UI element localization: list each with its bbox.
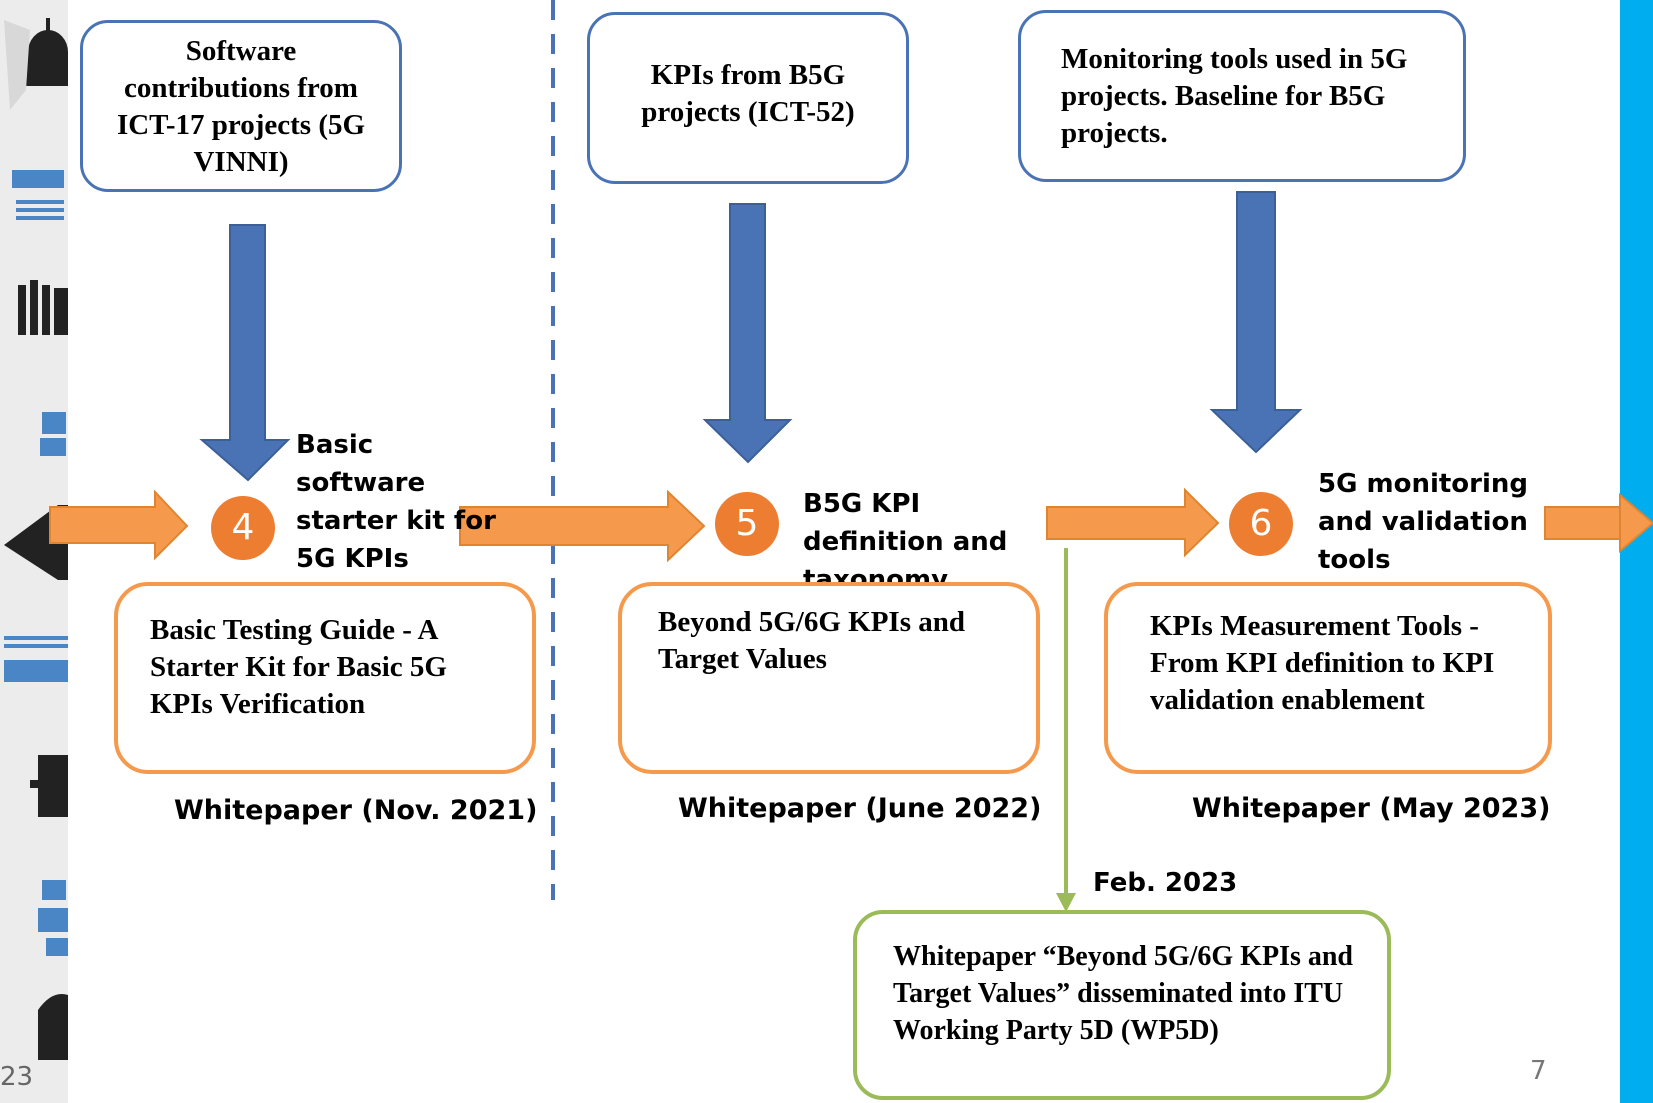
right-arrow-4-head <box>1619 492 1653 554</box>
box-software-contributions: Software contributions from ICT-17 proje… <box>80 20 402 192</box>
left-decor-strip <box>0 0 68 1103</box>
page-number: 7 <box>1530 1056 1547 1086</box>
down-arrow-1 <box>199 224 291 482</box>
whitepaper-title-1: Basic Testing Guide - A Starter Kit for … <box>150 614 447 720</box>
colosseum-icon <box>38 994 68 1060</box>
down-arrow-3 <box>1209 191 1303 454</box>
whitepaper-caption-1: Whitepaper (Nov. 2021) <box>174 795 538 826</box>
whitepaper-title-2: Beyond 5G/6G KPIs and Target Values <box>658 606 965 675</box>
right-accent-bar <box>1620 0 1653 1103</box>
software-contributions-text: Software contributions from ICT-17 proje… <box>116 35 366 178</box>
step-circle-4: 4 <box>211 496 275 560</box>
dissemination-date: Feb. 2023 <box>1093 868 1238 898</box>
right-arrow-2 <box>459 489 706 563</box>
right-arrow-1 <box>49 489 189 561</box>
kpis-b5g-text: KPIs from B5G projects (ICT-52) <box>641 59 855 128</box>
step-circle-6: 6 <box>1229 492 1293 556</box>
dissemination-text: Whitepaper “Beyond 5G/6G KPIs and Target… <box>893 941 1354 1046</box>
whitepaper-title-3: KPIs Measurement Tools - From KPI defini… <box>1150 610 1495 716</box>
tower-block-icon <box>40 412 66 456</box>
whitepaper-box-3: KPIs Measurement Tools - From KPI defini… <box>1104 582 1552 774</box>
green-connector-arrowhead <box>1056 893 1076 912</box>
box-kpis-b5g: KPIs from B5G projects (ICT-52) <box>587 12 909 184</box>
gate-icon <box>30 755 68 817</box>
box-monitoring-tools: Monitoring tools used in 5G projects. Ba… <box>1018 10 1466 182</box>
whitepaper-box-1: Basic Testing Guide - A Starter Kit for … <box>114 582 536 774</box>
step-circle-5: 5 <box>715 492 779 556</box>
down-arrow-2 <box>702 203 793 464</box>
dissemination-box: Whitepaper “Beyond 5G/6G KPIs and Target… <box>853 910 1391 1100</box>
building-stripes-icon <box>12 170 64 220</box>
whitepaper-box-2: Beyond 5G/6G KPIs and Target Values <box>618 582 1040 774</box>
cathedral-icon <box>18 280 68 335</box>
building-stripes-2-icon <box>4 636 68 682</box>
whitepaper-caption-3: Whitepaper (May 2023) <box>1192 793 1551 824</box>
tower-block-2-icon <box>38 880 68 956</box>
footer-fragment: 23 <box>0 1062 34 1092</box>
dome-building-icon <box>26 18 68 86</box>
whitepaper-caption-2: Whitepaper (June 2022) <box>678 793 1042 824</box>
right-arrow-3 <box>1046 487 1220 558</box>
monitoring-tools-text: Monitoring tools used in 5G projects. Ba… <box>1061 43 1408 149</box>
step-label-6: 5G monitoring and validation tools <box>1318 469 1529 575</box>
